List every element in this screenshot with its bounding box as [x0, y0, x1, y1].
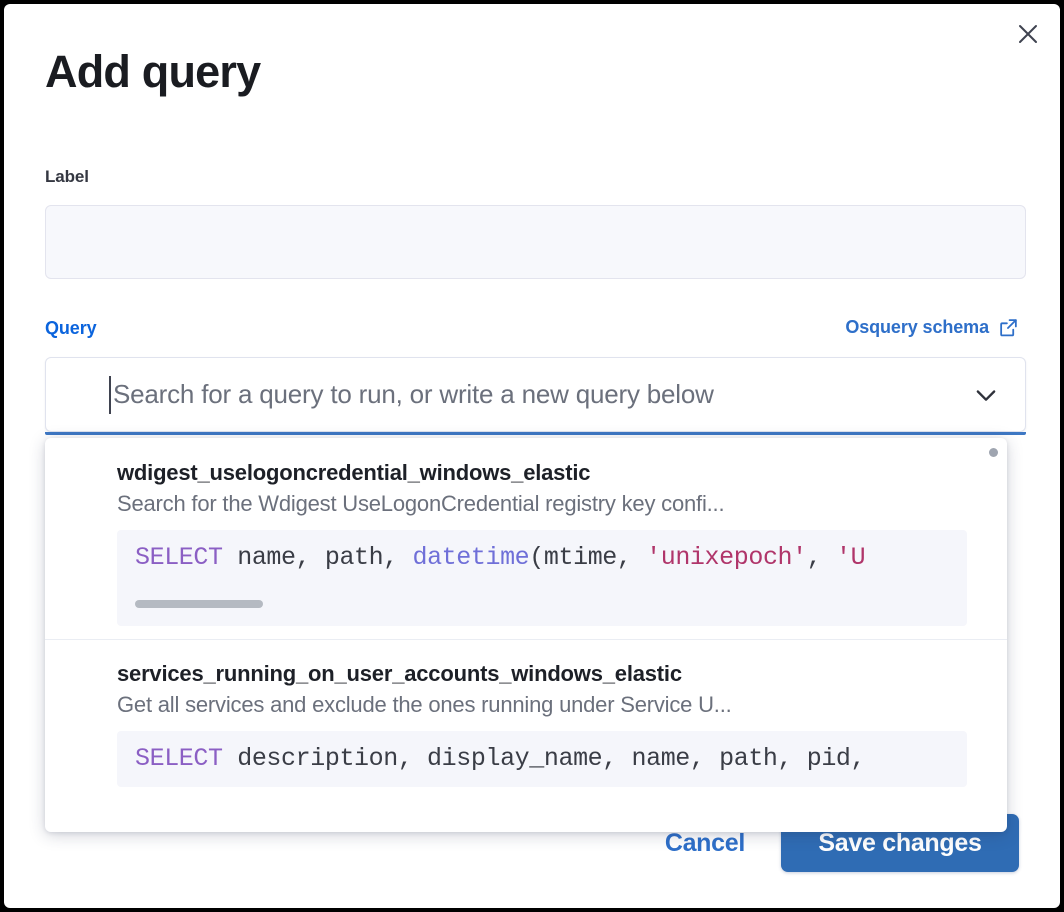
query-field-legend: Query	[45, 318, 97, 338]
query-combobox[interactable]: Search for a query to run, or write a ne…	[45, 357, 1026, 435]
horizontal-scrollbar[interactable]	[135, 600, 263, 608]
label-input[interactable]	[45, 205, 1026, 279]
page-title: Add query	[45, 46, 261, 97]
close-icon[interactable]	[1008, 14, 1048, 54]
external-link-icon	[998, 317, 1019, 338]
osquery-schema-link[interactable]: Osquery schema	[845, 317, 1019, 338]
list-item[interactable]: services_running_on_user_accounts_window…	[45, 640, 1007, 787]
query-options-dropdown[interactable]: wdigest_uselogoncredential_windows_elast…	[45, 438, 1007, 832]
list-item-description: Search for the Wdigest UseLogonCredentia…	[117, 491, 725, 516]
list-item-sql-preview[interactable]: SELECT description, display_name, name, …	[117, 731, 967, 787]
query-combobox-box[interactable]	[45, 357, 1026, 432]
vertical-scrollbar[interactable]	[989, 448, 998, 457]
cancel-button[interactable]: Cancel	[665, 829, 781, 858]
sql-code-0: SELECT name, path, datetime(mtime, 'unix…	[135, 543, 866, 572]
list-item-title: wdigest_uselogoncredential_windows_elast…	[117, 460, 591, 485]
list-item[interactable]: wdigest_uselogoncredential_windows_elast…	[45, 438, 1007, 626]
add-query-modal: Add query Label Query Osquery schema Sea…	[4, 4, 1060, 908]
text-cursor	[109, 376, 111, 414]
sql-code-1: SELECT description, display_name, name, …	[135, 744, 866, 773]
list-item-title: services_running_on_user_accounts_window…	[117, 661, 682, 686]
osquery-schema-link-label: Osquery schema	[845, 317, 989, 337]
list-divider	[45, 639, 1007, 640]
list-item-description: Get all services and exclude the ones ru…	[117, 692, 732, 717]
chevron-down-icon[interactable]	[972, 357, 1000, 432]
list-item-sql-preview[interactable]: SELECT name, path, datetime(mtime, 'unix…	[117, 530, 967, 626]
label-field-label: Label	[45, 167, 89, 186]
focus-underline	[45, 432, 1026, 435]
